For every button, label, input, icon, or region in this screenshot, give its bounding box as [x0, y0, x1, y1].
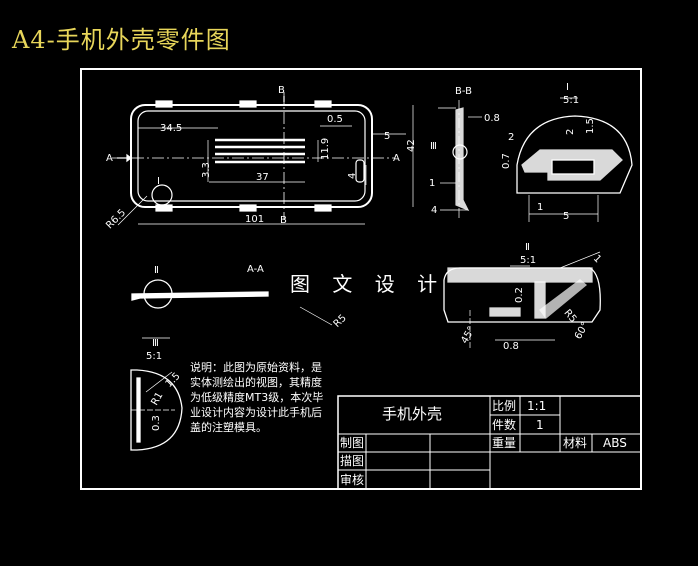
material-label: 材料 [563, 436, 587, 450]
dim-37: 37 [256, 172, 269, 183]
section-marker-a-left: A [106, 153, 113, 164]
front-view-labels: 34.5 0.5 5 11.9 3.3 37 4 42 101 R6.5 A A… [104, 85, 417, 231]
section-marker-b-bottom: B [280, 215, 287, 226]
drawn-label: 制图 [340, 436, 364, 450]
detail-iii-view [130, 337, 183, 451]
section-marker-a-right: A [393, 153, 400, 164]
page-title: A4-手机外壳零件图 [12, 26, 231, 54]
d1-dim-0-7: 0.7 [501, 153, 512, 169]
drawing-note: 说明：此图为原始资料，是 实体测绘出的视图，其精度 为低级精度MT3级，本次毕 … [190, 360, 323, 434]
detail-ii-view [443, 251, 601, 350]
dim-42: 42 [406, 139, 417, 152]
d1-dim-1-5: 1.5 [585, 118, 596, 134]
detail-iii-scale: 5:1 [146, 351, 162, 362]
detail-marker-ii: Ⅱ [154, 265, 159, 276]
bb-dim-1: 1 [429, 178, 435, 189]
note-line: 业设计内容为设计此手机后 [190, 405, 322, 419]
d2-dim-60: 60° [573, 320, 591, 341]
detail-iii-label: Ⅲ [152, 338, 159, 349]
detail-marker-iii: Ⅲ [430, 141, 437, 152]
dim-34-5: 34.5 [160, 123, 182, 134]
d2-dim-0-2: 0.2 [514, 287, 525, 303]
detail-i-label: Ⅰ [566, 82, 569, 93]
section-aa-title: A-A [247, 264, 264, 275]
qty-value: 1 [536, 418, 544, 432]
detail-marker-i: Ⅰ [157, 176, 160, 187]
traced-label: 描图 [340, 454, 364, 468]
dim-11-9: 11.9 [320, 138, 331, 160]
detail-i-scale: 5:1 [563, 95, 579, 106]
dim-101: 101 [245, 214, 264, 225]
d2-dim-0-8: 0.8 [503, 341, 519, 352]
section-marker-b-top: B [278, 85, 285, 96]
section-aa-view [131, 279, 333, 326]
d3-dim-r1: R1 [149, 390, 165, 407]
qty-label: 件数 [492, 417, 516, 432]
d1-dim-5: 5 [563, 211, 569, 222]
d1-dim-1: 1 [537, 202, 543, 213]
weight-label: 重量 [492, 436, 516, 450]
dim-4: 4 [347, 173, 358, 179]
title-block [337, 395, 642, 490]
front-view [112, 92, 414, 226]
detail-ii-label: Ⅱ [525, 242, 530, 253]
aa-dim-r5: R5 [332, 313, 349, 330]
d3-dim-1-5: 1.5 [164, 371, 183, 390]
d2-dim-45: 45° [459, 325, 477, 346]
material-value: ABS [603, 436, 627, 450]
d1-dim-2: 2 [508, 132, 514, 143]
dim-1-5: 5 [384, 131, 390, 142]
section-bb-title: B-B [455, 86, 472, 97]
bb-dim-0-8: 0.8 [484, 113, 500, 124]
watermark: 图 文 设 计 [290, 272, 445, 296]
dim-r6-5: R6.5 [104, 207, 128, 231]
dim-0-5: 0.5 [327, 114, 343, 125]
bb-dim-4: 4 [431, 205, 437, 216]
scale-label: 比例 [492, 399, 516, 413]
checked-label: 审核 [340, 472, 364, 487]
scale-value: 1:1 [527, 399, 546, 413]
part-name: 手机外壳 [382, 405, 442, 423]
dim-3-3: 3.3 [201, 162, 212, 178]
note-line: 说明：此图为原始资料，是 [190, 360, 322, 374]
note-line: 盖的注塑模具。 [190, 420, 267, 434]
detail-i-view [516, 97, 633, 222]
d1-dim-2b: 2 [565, 129, 576, 135]
note-line: 为低级精度MT3级，本次毕 [190, 390, 323, 404]
note-line: 实体测绘出的视图，其精度 [190, 375, 322, 389]
d3-dim-0-3: 0.3 [151, 415, 162, 431]
detail-ii-scale: 5:1 [520, 255, 536, 266]
section-bb-view [438, 100, 482, 218]
